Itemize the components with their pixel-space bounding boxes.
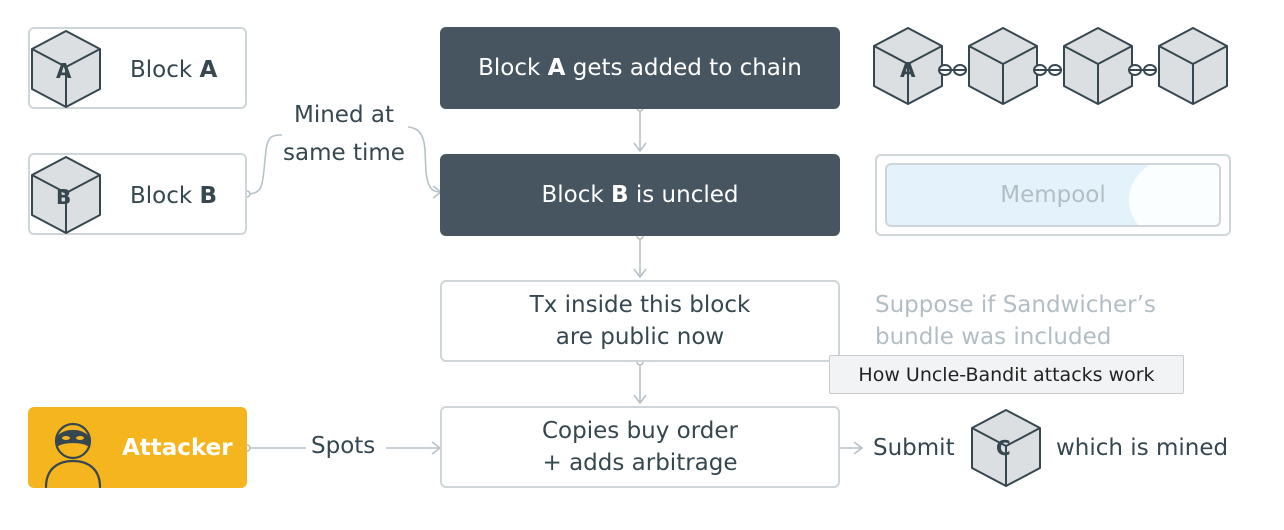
tooltip: How Uncle-Bandit attacks work xyxy=(829,355,1184,394)
which-is-mined-label: which is mined xyxy=(1056,435,1229,461)
attacker-label: Attacker xyxy=(122,435,233,461)
step-block-a-added: Block A gets added to chain xyxy=(440,27,840,109)
step-copies-buy-order: Copies buy order + adds arbitrage xyxy=(440,406,840,488)
cube-icon xyxy=(31,156,101,234)
mempool-label: Mempool xyxy=(1000,182,1106,208)
chain-cube-icon xyxy=(873,27,943,105)
spots-label: Spots xyxy=(311,433,376,459)
cube-letter: B xyxy=(56,185,72,209)
mempool-cloud-shape xyxy=(1129,165,1219,225)
suppose-note: Suppose if Sandwicher’s bundle was inclu… xyxy=(875,289,1156,353)
cube-icon xyxy=(971,409,1041,487)
block-a-card: A Block A xyxy=(28,27,247,109)
step-line: Copies buy order xyxy=(542,418,738,444)
note-line: Mined at xyxy=(294,102,394,128)
chain-cube-icon xyxy=(1158,27,1228,105)
cube-icon xyxy=(31,30,101,108)
step-line: Tx inside this block xyxy=(529,292,751,318)
mined-at-same-time-note: Mined at same time xyxy=(276,96,412,172)
cube-letter: C xyxy=(996,436,1011,460)
step-line: are public now xyxy=(555,324,725,350)
masked-person-icon xyxy=(44,422,102,488)
cube-letter: A xyxy=(56,59,72,83)
mempool-inner: Mempool xyxy=(885,163,1221,227)
chain-first-letter: A xyxy=(900,58,916,82)
step-label: Block A gets added to chain xyxy=(478,55,802,81)
chain-cube-icon xyxy=(1063,27,1133,105)
chain-cube-icon xyxy=(968,27,1038,105)
blockchain-illustration xyxy=(873,27,1228,105)
note-line: Suppose if Sandwicher’s xyxy=(875,292,1156,318)
step-block-b-uncled: Block B is uncled xyxy=(440,154,840,236)
attacker-card: Attacker xyxy=(28,407,247,488)
submit-label: Submit xyxy=(873,435,955,461)
step-tx-public: Tx inside this block are public now xyxy=(440,280,840,362)
note-line: bundle was included xyxy=(875,324,1112,350)
block-a-label: Block A xyxy=(130,57,218,83)
mempool-card: Mempool xyxy=(875,154,1231,236)
note-line: same time xyxy=(283,140,405,166)
chain-link-icons xyxy=(938,64,1157,76)
step-label: Block B is uncled xyxy=(541,182,739,208)
block-b-label: Block B xyxy=(130,183,218,209)
step-line: + adds arbitrage xyxy=(542,450,738,476)
block-b-card: B Block B xyxy=(28,153,247,235)
